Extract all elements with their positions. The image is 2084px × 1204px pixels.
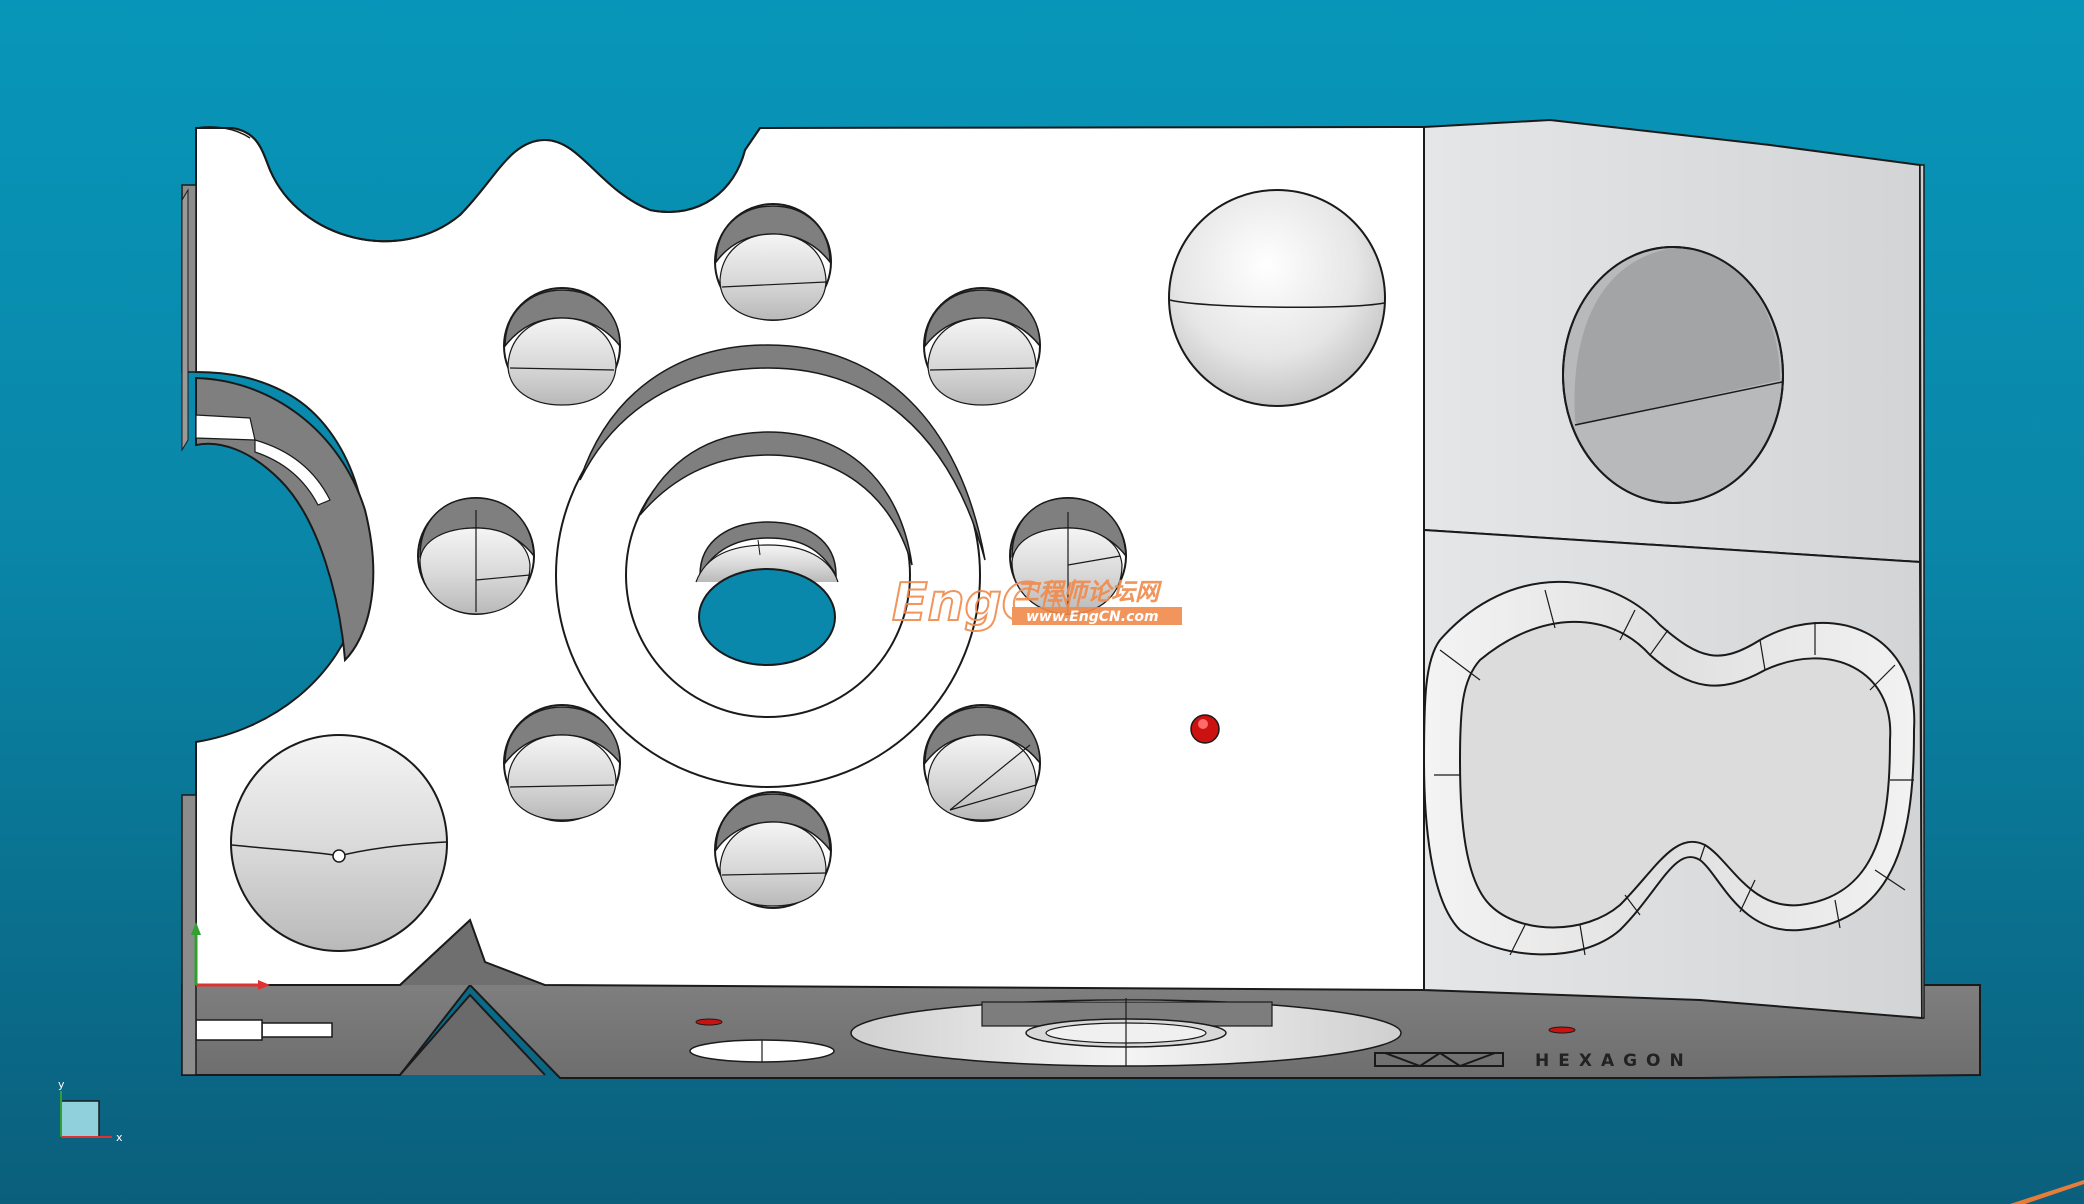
bottom-red-marker	[1548, 1026, 1576, 1034]
bolt-hole[interactable]	[417, 497, 535, 615]
bolt-hole[interactable]	[503, 704, 621, 822]
watermark-chinese: 工程师论坛网	[1015, 578, 1163, 606]
engraved-text: HEXAGON	[1535, 1051, 1693, 1071]
view-cube-y-label: y	[58, 1078, 65, 1091]
bottom-red-marker	[695, 1018, 723, 1026]
peanut-pocket[interactable]	[1422, 580, 1916, 956]
red-point-marker	[1190, 714, 1220, 744]
view-cube-x-label: x	[116, 1131, 123, 1144]
spherical-cavity[interactable]	[230, 734, 448, 952]
part-left-side-faces[interactable]	[181, 184, 375, 1076]
bolt-hole[interactable]	[714, 791, 832, 909]
scalloped-edge	[231, 127, 761, 243]
part-bottom-side-face[interactable]: HEXAGON	[181, 918, 1981, 1079]
watermark-logo: EngCN 工程师论坛网 www.EngCN.com	[891, 572, 1182, 634]
through-hole[interactable]	[698, 568, 836, 666]
axis-triad: x y	[191, 912, 270, 990]
axis-x-label: x	[262, 968, 269, 981]
side-slot[interactable]	[261, 1022, 333, 1038]
bolt-hole[interactable]	[503, 287, 621, 406]
axis-y-label: y	[199, 912, 206, 925]
bolt-hole[interactable]	[714, 203, 832, 321]
bolt-hole-pattern[interactable]	[417, 203, 1127, 909]
bolt-hole[interactable]	[923, 287, 1041, 406]
spherical-boss[interactable]	[1168, 189, 1386, 407]
watermark-url: www.EngCN.com	[1026, 609, 1159, 625]
bolt-hole[interactable]	[923, 704, 1041, 822]
right-bore-hole[interactable]	[1562, 246, 1784, 504]
central-counterbore[interactable]	[555, 344, 986, 788]
bolt-hole[interactable]	[1009, 497, 1127, 615]
view-cube[interactable]: y x	[58, 1078, 123, 1144]
marker-highlight	[1198, 719, 1208, 729]
corner-indicator	[2010, 1180, 2084, 1204]
hexagon-logo-icon	[1374, 1051, 1504, 1068]
